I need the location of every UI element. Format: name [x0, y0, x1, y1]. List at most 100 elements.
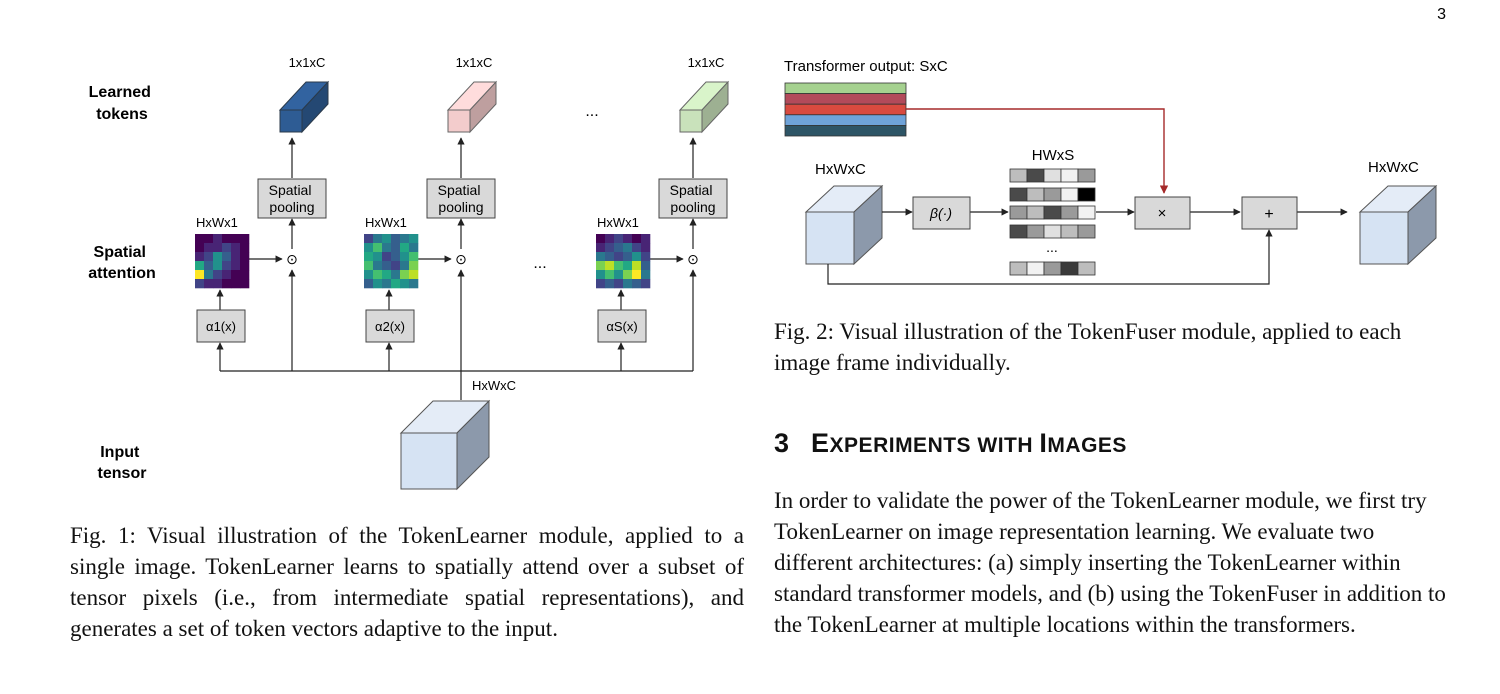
- token1-dim-label: 1x1xC: [289, 55, 326, 70]
- attention-pixel: [641, 243, 651, 253]
- beta-box: [912, 196, 971, 230]
- pooling-box-1: [257, 178, 327, 219]
- alpha2-label: α2(x): [375, 319, 405, 334]
- attention-pixel: [632, 270, 642, 280]
- weight-cell: [1009, 261, 1028, 276]
- weight-cell: [1043, 205, 1062, 220]
- attention-pixel: [596, 234, 606, 244]
- learned-token-s: [678, 80, 730, 134]
- attention-pixel: [391, 234, 401, 244]
- multiply-1: ⊙: [286, 251, 298, 267]
- attention-pixel: [222, 234, 232, 244]
- attention-pixel: [364, 261, 374, 271]
- attention-pixel: [382, 252, 392, 262]
- attention-pixel: [623, 252, 633, 262]
- attention-pixel: [240, 279, 250, 289]
- fuser-input-cube: [804, 184, 884, 266]
- attention-pixel: [231, 234, 241, 244]
- fuser-output-cube: [1358, 184, 1438, 266]
- attention-pixel: [632, 252, 642, 262]
- attention-pixel: [614, 261, 624, 271]
- section-title: EXPERIMENTS WITH IMAGES: [811, 428, 1127, 458]
- fuser-output-dim-label: HxWxC: [1368, 159, 1419, 176]
- attention-pixel: [605, 270, 615, 280]
- attention-pixel: [605, 252, 615, 262]
- weight-cell: [1009, 187, 1028, 202]
- attention-pixel: [409, 279, 419, 289]
- weight-cell: [1060, 168, 1079, 183]
- section-body: In order to validate the power of the To…: [774, 488, 1446, 637]
- attention-pixel: [382, 261, 392, 271]
- weight-cell: [1077, 168, 1096, 183]
- input-tensor-label: Input tensor: [98, 444, 147, 482]
- attention-pixel: [400, 261, 410, 271]
- attention-pixel: [195, 243, 205, 253]
- attention-pixel: [596, 270, 606, 280]
- weight-cell: [1026, 261, 1045, 276]
- attention-pixel: [641, 252, 651, 262]
- multiply-2: ⊙: [455, 251, 467, 267]
- transformer-token-stripe: [784, 82, 907, 95]
- attention-pixel: [364, 243, 374, 253]
- attention-pixel: [222, 270, 232, 280]
- attention-pixel: [623, 234, 633, 244]
- attention-pixel: [213, 261, 223, 271]
- attention-pixel: [623, 261, 633, 271]
- add-box: [1241, 196, 1298, 230]
- attention-pixel: [632, 261, 642, 271]
- attention-pixel: [364, 252, 374, 262]
- attention-map-s: [596, 234, 651, 289]
- attention-pixel: [222, 252, 232, 262]
- weight-cell: [1077, 224, 1096, 239]
- attention-pixel: [231, 279, 241, 289]
- attention-pixel: [400, 279, 410, 289]
- pooling-label-1: Spatial pooling: [269, 182, 316, 215]
- attention-pixel: [364, 234, 374, 244]
- weight-cell: [1043, 187, 1062, 202]
- attention-pixel: [605, 243, 615, 253]
- attention-pixel: [231, 252, 241, 262]
- attention-pixel: [400, 243, 410, 253]
- attention-pixel: [222, 279, 232, 289]
- attention-pixel: [614, 234, 624, 244]
- attention-pixel: [240, 243, 250, 253]
- attention-pixel: [382, 234, 392, 244]
- attention-pixel: [641, 270, 651, 280]
- weight-cell: [1060, 187, 1079, 202]
- attention-pixel: [373, 270, 383, 280]
- transformer-output-bars: [784, 82, 907, 137]
- map3-dim-label: HxWx1: [597, 215, 639, 230]
- alphas-box: [597, 309, 647, 343]
- attention-pixel: [222, 243, 232, 253]
- attention-pixel: [632, 279, 642, 289]
- attention-pixel: [204, 234, 214, 244]
- pooling-box-s: [658, 178, 728, 219]
- attention-pixel: [373, 279, 383, 289]
- attention-pixel: [614, 243, 624, 253]
- attention-pixel: [231, 261, 241, 271]
- transformer-token-stripe: [784, 93, 907, 105]
- attention-pixel: [204, 279, 214, 289]
- attention-pixel: [400, 234, 410, 244]
- attention-pixel: [195, 252, 205, 262]
- alphas-label: αS(x): [606, 319, 637, 334]
- map2-dim-label: HxWx1: [365, 215, 407, 230]
- attention-pixel: [240, 234, 250, 244]
- input-dim-label: HxWxC: [472, 378, 516, 393]
- weight-cell: [1026, 168, 1045, 183]
- attention-pixel: [391, 252, 401, 262]
- attention-pixel: [382, 279, 392, 289]
- attention-pixel: [641, 279, 651, 289]
- transformer-token-stripe: [784, 103, 907, 116]
- attention-pixel: [623, 279, 633, 289]
- transformer-output-label: Transformer output: SxC: [784, 58, 948, 75]
- weight-cell: [1026, 224, 1045, 239]
- attention-pixel: [596, 252, 606, 262]
- section-number: 3: [774, 428, 790, 458]
- attention-weight-rows: [1009, 168, 1096, 276]
- attention-pixel: [213, 252, 223, 262]
- attention-pixel: [382, 270, 392, 280]
- attention-pixel: [400, 252, 410, 262]
- alpha1-box: [196, 309, 246, 343]
- attention-pixel: [240, 261, 250, 271]
